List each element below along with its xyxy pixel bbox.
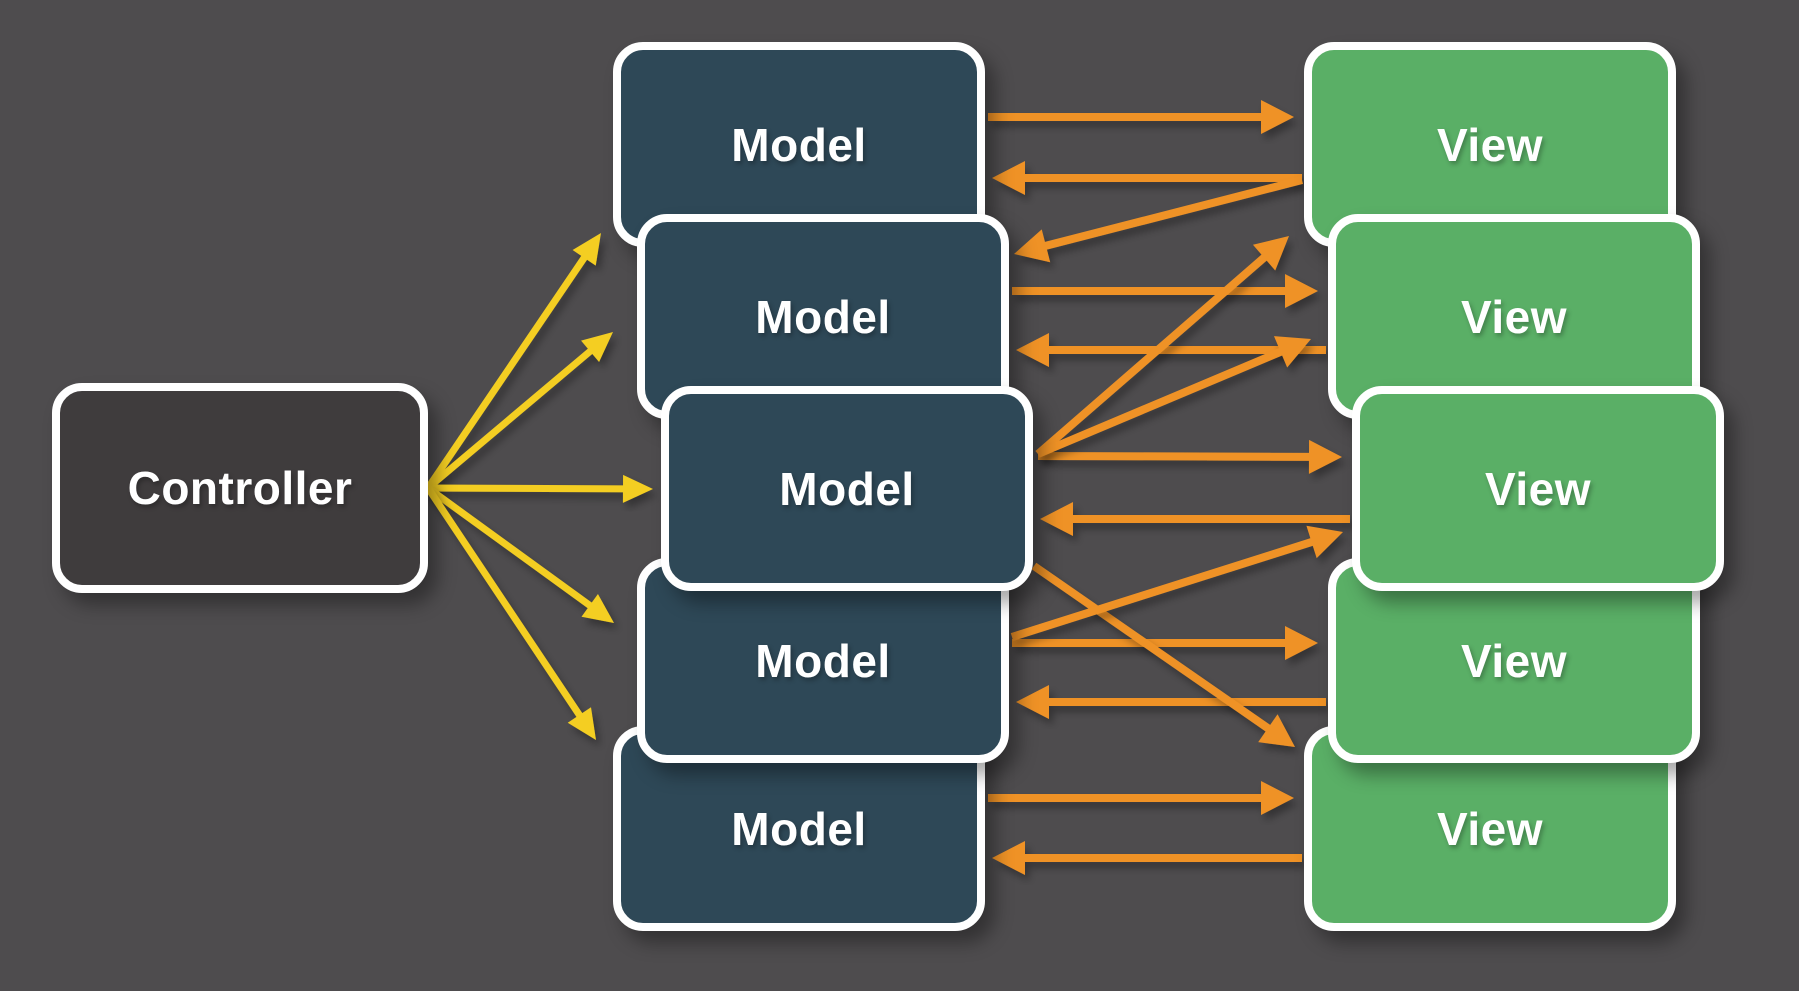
model-2-label: Model xyxy=(755,290,891,343)
model-5-label: Model xyxy=(731,802,867,855)
arrowhead-view-4-to-model-4 xyxy=(1016,685,1049,719)
view-3-label: View xyxy=(1485,462,1591,515)
controller-label: Controller xyxy=(127,462,353,514)
arrow-model-3-to-view-2 xyxy=(1036,336,1311,458)
arrow-controller-to-model-5 xyxy=(425,486,596,740)
arrowhead-model-2-to-view-2 xyxy=(1285,274,1318,308)
arrow-view-5-to-model-5 xyxy=(992,841,1302,875)
arrow-model-3-to-view-5 xyxy=(1031,562,1295,747)
arrow-model-3-to-view-3 xyxy=(1037,439,1342,474)
model-1-label: Model xyxy=(731,118,867,171)
arrow-view-3-to-model-3 xyxy=(1040,502,1350,536)
arrowhead-view-2-to-model-2 xyxy=(1016,333,1049,367)
arrow-model-5-to-view-5 xyxy=(988,781,1294,815)
arrowhead-controller-to-model-5 xyxy=(567,707,596,740)
arrow-model-4-to-view-3 xyxy=(1010,525,1343,641)
model-3-label: Model xyxy=(779,462,915,515)
arrowhead-view-5-to-model-5 xyxy=(992,841,1025,875)
view-4-label: View xyxy=(1461,634,1567,687)
view-3-box: View xyxy=(1352,386,1724,591)
arrowhead-model-3-to-view-3 xyxy=(1308,439,1342,474)
arrowhead-model-3-to-view-5 xyxy=(1258,714,1295,747)
arrow-model-3-to-view-1 xyxy=(1035,236,1289,458)
arrowhead-view-1-to-model-1 xyxy=(992,161,1025,195)
arrowhead-controller-to-model-3 xyxy=(622,474,653,503)
arrowhead-model-3-to-view-2 xyxy=(1273,336,1311,368)
arrow-controller-to-model-3 xyxy=(427,474,653,503)
model-4-box: Model xyxy=(637,558,1009,763)
view-5-label: View xyxy=(1437,802,1543,855)
arrow-controller-to-model-2 xyxy=(425,332,613,491)
arrowhead-controller-to-model-4 xyxy=(581,594,614,623)
arrow-view-4-to-model-4 xyxy=(1016,685,1326,719)
view-4-box: View xyxy=(1328,558,1700,763)
arrow-view-1-to-model-1 xyxy=(992,161,1302,195)
model-4-label: Model xyxy=(755,634,891,687)
arrowhead-model-1-to-view-1 xyxy=(1261,100,1294,134)
view-2-label: View xyxy=(1461,290,1567,343)
view-1-label: View xyxy=(1437,118,1543,171)
model-3-box: Model xyxy=(661,386,1033,591)
arrow-controller-to-model-1 xyxy=(425,233,601,490)
arrow-model-1-to-view-1 xyxy=(988,100,1294,134)
arrowhead-controller-to-model-2 xyxy=(581,332,613,363)
controller-box: Controller xyxy=(52,383,428,593)
arrow-controller-to-model-4 xyxy=(425,485,614,623)
arrowhead-view-1-to-model-2 xyxy=(1014,229,1051,263)
arrowhead-view-3-to-model-3 xyxy=(1040,502,1073,536)
arrow-model-2-to-view-2 xyxy=(1012,274,1318,308)
arrowhead-model-3-to-view-1 xyxy=(1252,236,1289,271)
arrowhead-model-4-to-view-3 xyxy=(1306,525,1343,559)
view-1-box: View xyxy=(1304,42,1676,247)
view-2-box: View xyxy=(1328,214,1700,419)
arrowhead-controller-to-model-1 xyxy=(572,233,601,266)
arrowhead-model-5-to-view-5 xyxy=(1261,781,1294,815)
arrow-view-1-to-model-2 xyxy=(1014,176,1303,263)
arrowhead-model-4-to-view-4 xyxy=(1285,626,1318,660)
